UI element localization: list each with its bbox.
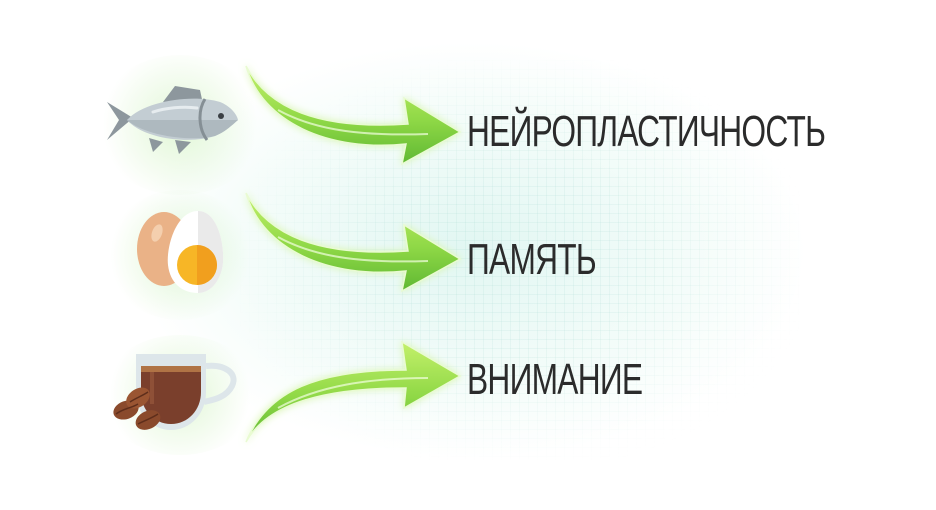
coffee-icon: [113, 354, 237, 430]
label-memory: ПАМЯТЬ: [467, 235, 597, 284]
fish-icon: [107, 86, 238, 154]
arrow-right-icon: [245, 65, 462, 166]
arrow-right-icon: [245, 192, 462, 293]
egg-icon: [137, 211, 224, 293]
label-attention: ВНИМАНИЕ: [467, 355, 643, 404]
label-neuroplasticity: НЕЙРОПЛАСТИЧНОСТЬ: [467, 107, 826, 156]
arrow-right-icon: [245, 340, 462, 443]
